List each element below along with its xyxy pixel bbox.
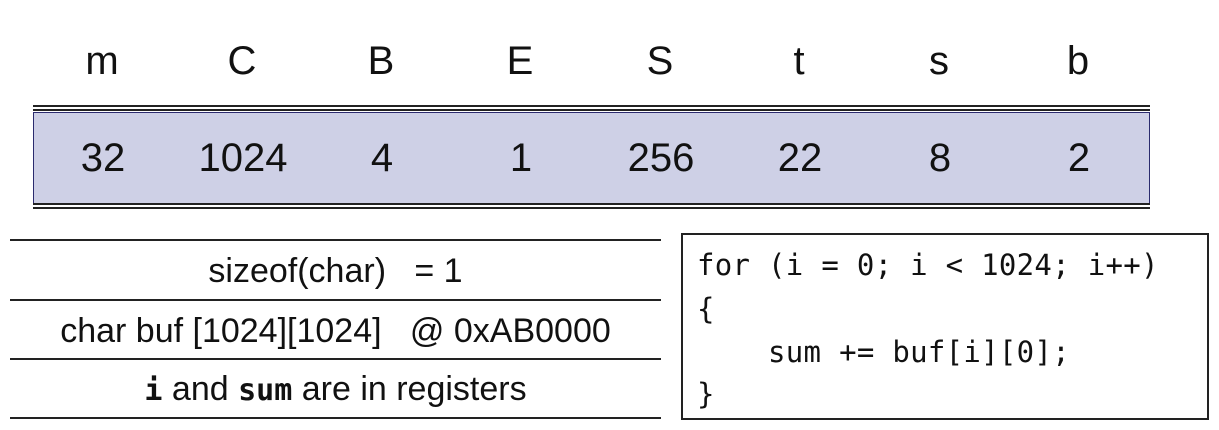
- sizeof-expression: sizeof(char): [208, 252, 387, 290]
- code-line-close-brace: }: [697, 377, 715, 411]
- parameter-value-row: 32 1024 4 1 256 22 8 2: [33, 112, 1150, 205]
- param-header-C: C: [227, 39, 257, 83]
- param-value-E: 1: [509, 136, 533, 180]
- facts-rule-2: [10, 299, 661, 301]
- buffer-row: char buf [1024][1024] @ 0xAB0000: [10, 302, 661, 360]
- facts-rule-3: [10, 358, 661, 360]
- code-line-open-brace: {: [697, 292, 715, 326]
- param-header-m: m: [85, 39, 119, 83]
- var-sum: sum: [238, 373, 293, 408]
- code-block: for (i = 0; i < 1024; i++) { sum += buf[…: [681, 233, 1209, 420]
- buffer-declaration: char buf [1024][1024]: [60, 312, 382, 350]
- param-value-b: 2: [1067, 136, 1091, 180]
- param-value-B: 4: [370, 136, 394, 180]
- param-header-B: B: [367, 39, 395, 83]
- header-rule-top: [33, 105, 1150, 107]
- var-i: i: [144, 373, 163, 408]
- sizeof-value: = 1: [414, 252, 463, 290]
- param-header-t: t: [793, 39, 805, 83]
- param-value-s: 8: [928, 136, 952, 180]
- header-rule-bottom: [33, 109, 1150, 111]
- sizeof-row: sizeof(char) = 1: [10, 242, 661, 300]
- and-text: and: [171, 370, 229, 408]
- registers-row: i and sum are in registers: [10, 360, 661, 420]
- param-value-S: 256: [627, 136, 695, 180]
- param-header-S: S: [646, 39, 674, 83]
- code-line-for: for (i = 0; i < 1024; i++): [697, 248, 1159, 282]
- param-header-s: s: [929, 39, 949, 83]
- code-line-sum: sum += buf[i][0];: [697, 335, 1070, 369]
- param-header-E: E: [506, 39, 534, 83]
- parameter-header-row: m C B E S t s b: [33, 30, 1150, 92]
- param-header-b: b: [1066, 39, 1090, 83]
- param-value-C: 1024: [198, 136, 288, 180]
- param-value-m: 32: [80, 136, 126, 180]
- registers-text: are in registers: [301, 370, 527, 408]
- table-rule-bottom: [33, 207, 1150, 209]
- buffer-address: @ 0xAB0000: [409, 312, 611, 350]
- facts-rule-1: [10, 239, 661, 241]
- table-rule-top: [33, 203, 1150, 205]
- param-value-t: 22: [777, 136, 823, 180]
- facts-rule-4: [10, 417, 661, 419]
